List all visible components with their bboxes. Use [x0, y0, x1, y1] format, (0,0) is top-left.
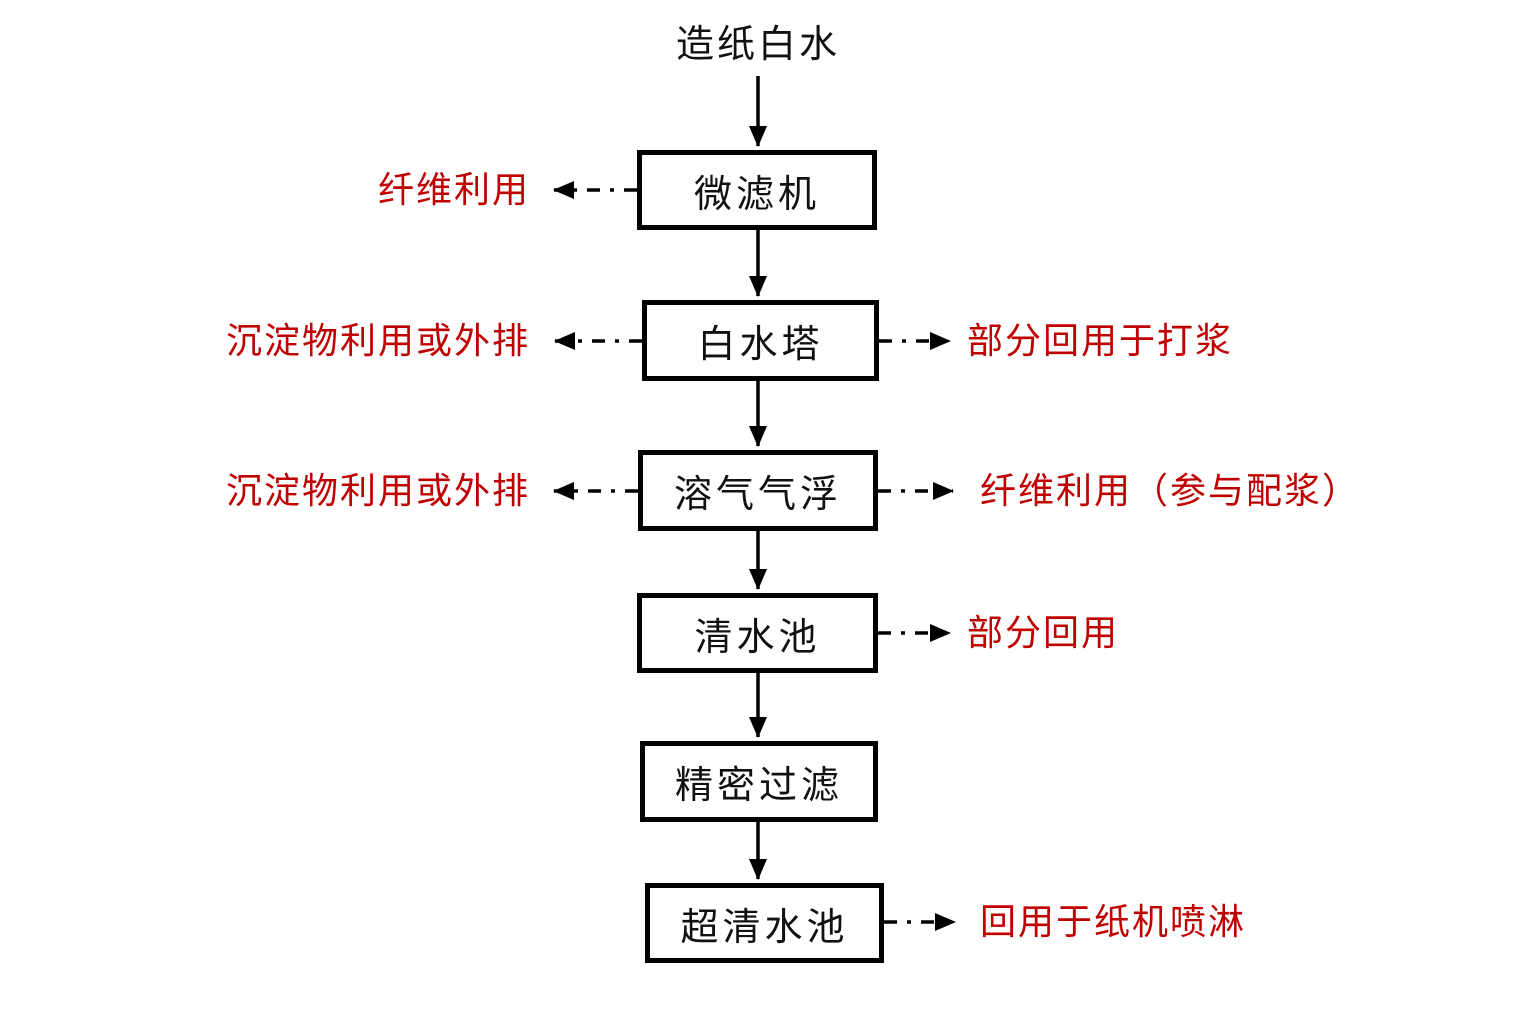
box-label-whitewater-tower: 白水塔 [697, 324, 824, 366]
annotation-partial-reuse: 部分回用 [967, 613, 1120, 653]
box-label-ultraclear-water-tank: 超清水池 [680, 906, 849, 949]
flow-box-clear-water-tank: 清水池 [637, 593, 878, 673]
source-label: 造纸白水 [675, 24, 840, 66]
box-label-microfilter: 微滤机 [693, 173, 820, 216]
flow-box-whitewater-tower: 白水塔 [642, 300, 879, 381]
flow-box-microfilter: 微滤机 [637, 150, 877, 230]
box-label-precision-filtration: 精密过滤 [674, 765, 843, 807]
box-label-clear-water-tank: 清水池 [694, 616, 821, 659]
flow-box-precision-filtration: 精密过滤 [640, 741, 878, 822]
box-label-dissolved-air-flotation: 溶气气浮 [673, 474, 842, 516]
annotation-sediment-use-or-discharge-1: 沉淀物利用或外排 [225, 321, 530, 361]
annotation-fiber-use: 纤维利用 [377, 170, 530, 210]
annotation-reuse-paper-machine-spray: 回用于纸机喷淋 [980, 902, 1247, 942]
annotation-partial-reuse-pulping: 部分回用于打浆 [967, 321, 1234, 361]
flow-box-ultraclear-water-tank: 超清水池 [645, 883, 884, 963]
annotation-sediment-use-or-discharge-2: 沉淀物利用或外排 [225, 471, 530, 511]
annotation-fiber-use-stock-prep: 纤维利用（参与配浆） [980, 471, 1361, 511]
flow-box-dissolved-air-flotation: 溶气气浮 [638, 450, 878, 531]
